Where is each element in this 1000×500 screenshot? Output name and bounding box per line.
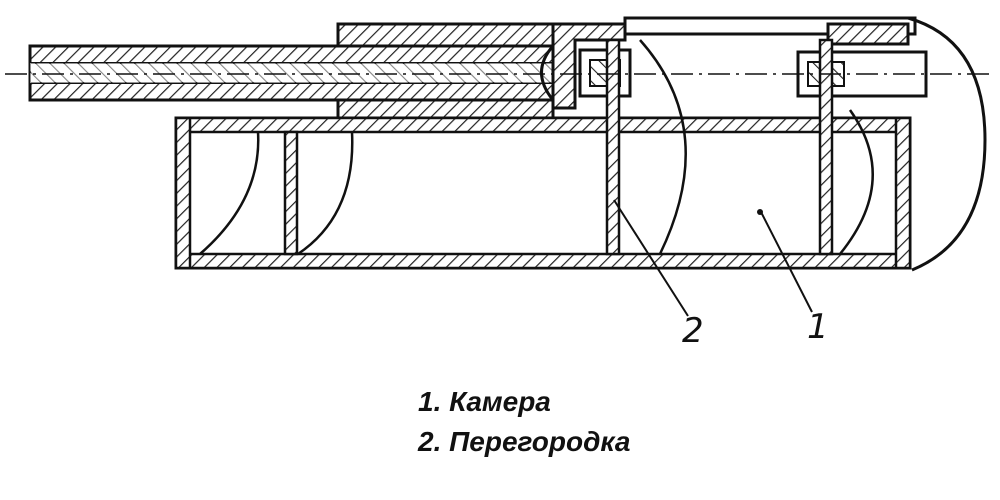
cylinder-top-wall [623,16,917,46]
lower-housing [174,116,912,270]
rod [28,44,557,102]
callout-number-1: 1 [807,307,829,347]
upper-sleeve [336,22,627,120]
chamber-marker-dot [757,209,763,215]
leader-line-1 [759,209,813,313]
internal-walls [283,38,834,256]
leader-line-2 [613,199,689,317]
curved-surfaces [199,39,874,256]
legend: 1. Камера 2. Перегородка [418,382,631,462]
legend-item-partition: 2. Перегородка [418,426,631,457]
callout-number-2: 2 [682,311,704,351]
legend-item-chamber: 1. Камера [418,386,551,417]
dome-end [907,16,987,272]
left-plunger [578,48,632,98]
